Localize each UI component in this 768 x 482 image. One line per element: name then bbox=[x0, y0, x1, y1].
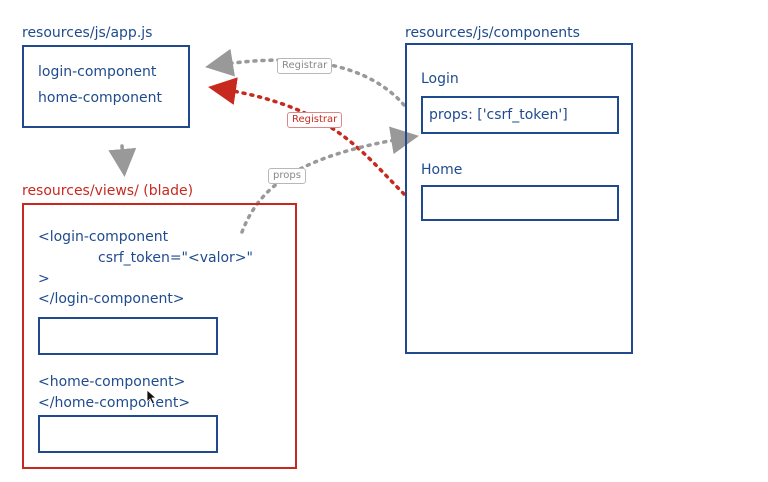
home-tag-open: <home-component> bbox=[38, 374, 186, 390]
components-folder-title: resources/js/components bbox=[405, 25, 580, 41]
login-tag-gt: > bbox=[38, 271, 50, 287]
home-props-box bbox=[421, 185, 619, 221]
components-box bbox=[405, 43, 633, 354]
login-render-box bbox=[38, 317, 218, 355]
home-tag-close: </home-component> bbox=[38, 395, 191, 411]
login-tag-attr: csrf_token="<valor>" bbox=[98, 250, 253, 266]
app-item-login: login-component bbox=[38, 64, 157, 80]
login-props-text: props: ['csrf_token'] bbox=[429, 107, 568, 123]
home-component-label: Home bbox=[421, 162, 463, 178]
app-to-views-arrow bbox=[108, 144, 137, 177]
login-tag-open: <login-component bbox=[38, 229, 169, 245]
views-blade-box bbox=[22, 203, 297, 469]
mouse-pointer-icon bbox=[146, 389, 158, 405]
app-item-home: home-component bbox=[38, 90, 162, 106]
props-label: props bbox=[268, 168, 306, 184]
registrar-red-arrow bbox=[208, 77, 406, 196]
app-registration-box bbox=[22, 45, 190, 128]
registrar-gray-label: Registrar bbox=[277, 58, 333, 74]
app-file-title: resources/js/app.js bbox=[22, 25, 153, 41]
home-render-box bbox=[38, 415, 218, 453]
login-tag-close: </login-component> bbox=[38, 291, 185, 307]
login-component-label: Login bbox=[421, 71, 459, 87]
login-props-box bbox=[421, 96, 619, 134]
views-folder-title: resources/views/ (blade) bbox=[22, 183, 194, 199]
registrar-red-label: Registrar bbox=[287, 112, 343, 128]
